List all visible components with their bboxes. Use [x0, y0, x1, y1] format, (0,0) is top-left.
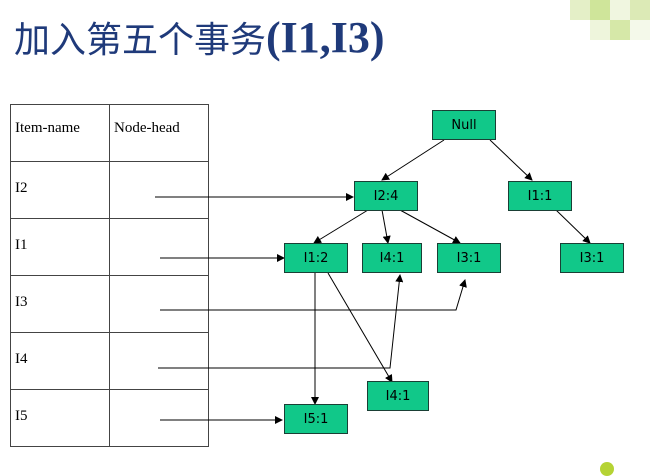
node-i3-1-right: I3:1 — [560, 243, 624, 273]
item-name-cell: I1 — [15, 237, 28, 253]
edge-i2-i4 — [381, 209, 391, 244]
node-i1-1: I1:1 — [508, 181, 572, 211]
item-name-cell: I3 — [15, 294, 28, 310]
slide-title-main: 加入第五个事务 — [14, 20, 267, 61]
node-head-cell — [109, 389, 209, 447]
node-i1-2: I1:2 — [284, 243, 348, 273]
node-i4-1: I4:1 — [362, 243, 422, 273]
edge-i1-i4b — [327, 272, 393, 383]
node-i3-1: I3:1 — [437, 243, 501, 273]
item-name-cell: I2 — [15, 180, 28, 196]
edge-null-i2 — [381, 139, 445, 181]
decoration-squares — [570, 0, 650, 44]
column-header-node-head: Node-head — [114, 120, 180, 136]
node-head-cell — [109, 275, 209, 333]
column-header-item-name: Item-name — [15, 120, 80, 136]
slide-title: 加入第五个事务(I1,I3) — [14, 6, 385, 70]
header-table: Item-name Node-head I2 I1 I3 I4 I5 — [10, 104, 209, 447]
node-i2-4: I2:4 — [354, 181, 418, 211]
edge-null-i1 — [489, 139, 533, 181]
link-i3 — [160, 279, 467, 311]
link-i4 — [158, 274, 404, 369]
edge-i2-i1 — [313, 209, 369, 244]
slide-title-paren: (I1,I3) — [266, 13, 385, 62]
node-null: Null — [432, 110, 496, 140]
item-name-cell: I4 — [15, 351, 28, 367]
node-head-cell — [109, 332, 209, 390]
edge-i2-i3 — [399, 209, 461, 244]
table-row: I4 — [10, 332, 209, 390]
edge-i1-i3 — [555, 209, 591, 244]
decoration-dot — [600, 462, 614, 476]
table-row: I3 — [10, 275, 209, 333]
item-name-cell: I5 — [15, 408, 28, 424]
node-i4-1-lower: I4:1 — [367, 381, 429, 411]
node-i5-1: I5:1 — [284, 404, 348, 434]
node-head-cell — [109, 161, 209, 219]
table-row: I5 — [10, 389, 209, 447]
